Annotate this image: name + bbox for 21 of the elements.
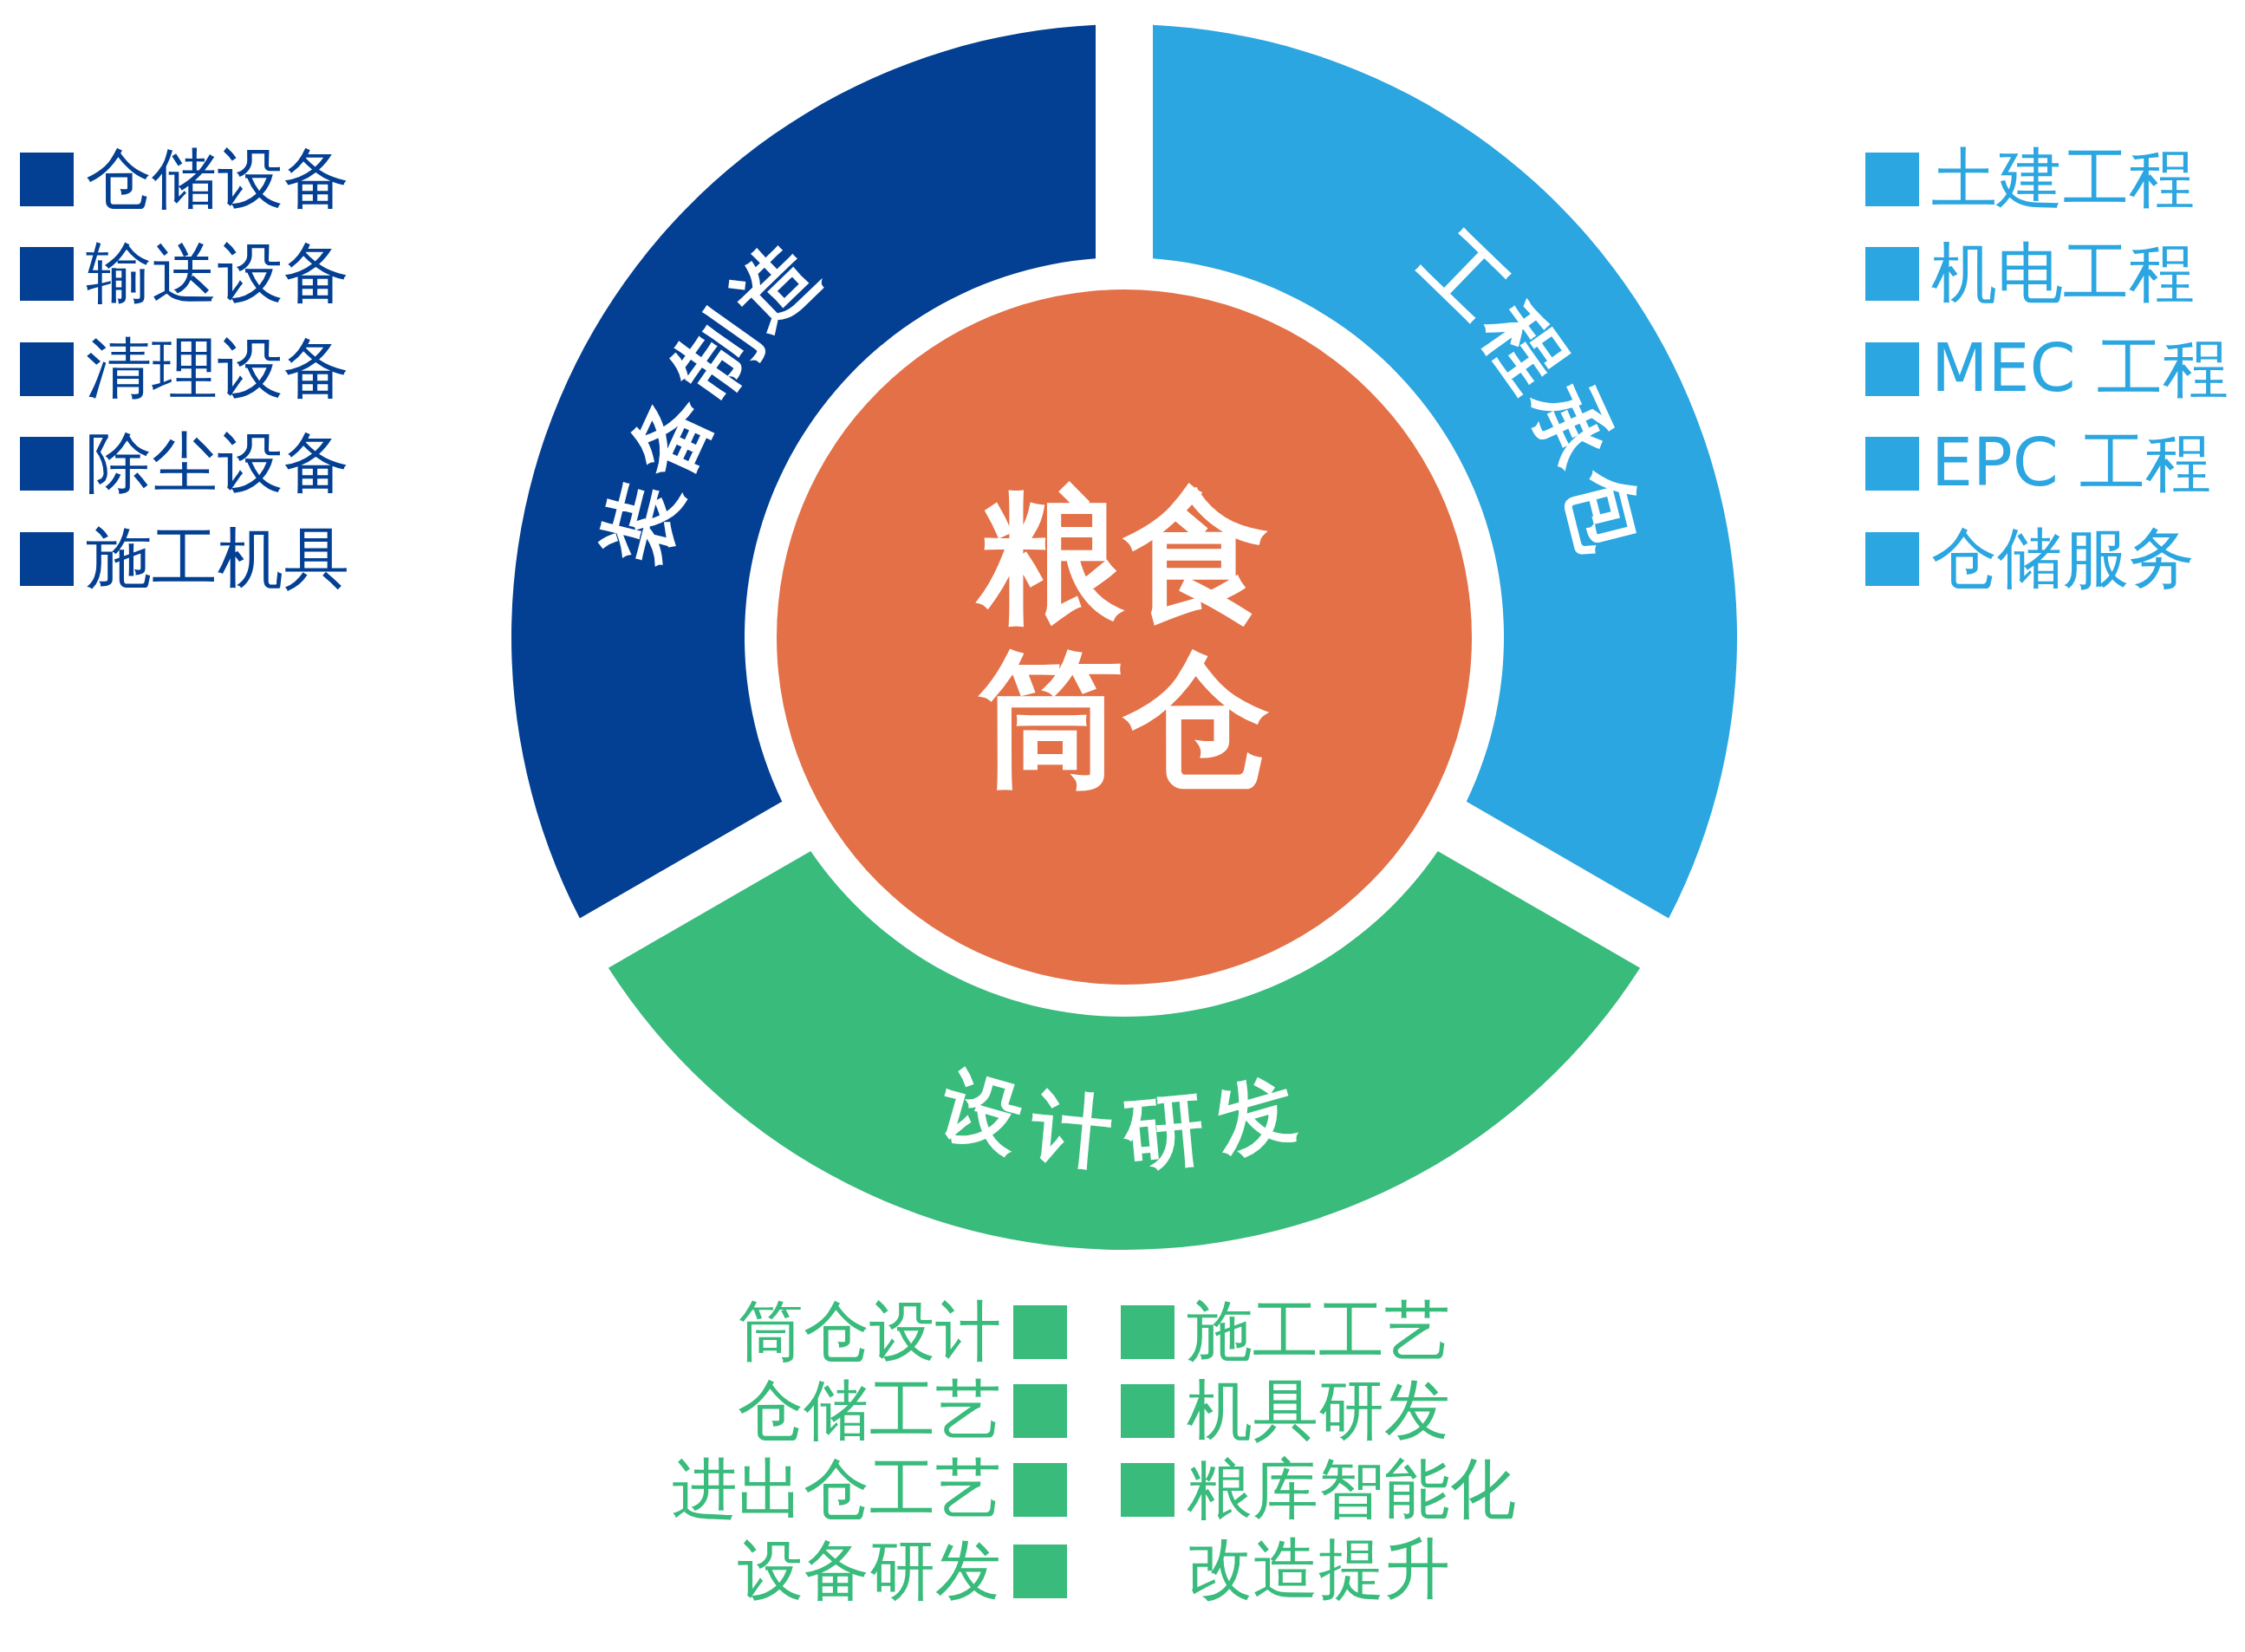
list-item: 除尘设备	[86, 423, 349, 503]
list-item: 输送设备	[86, 233, 349, 313]
list-item: 筒仓设计	[738, 1291, 1001, 1371]
list-item: 土建工程	[1931, 139, 2195, 218]
list-item: EPC 工程	[1931, 423, 2212, 503]
list-item: 设备研发	[738, 1531, 1001, 1610]
list-item: 机具研发	[1187, 1370, 1450, 1450]
segment-label: 工程承包	[1403, 215, 1662, 573]
list-item: 清理设备	[86, 328, 349, 408]
list-item: 机电工程	[1931, 233, 2195, 313]
segment-label: 装备制造	[587, 215, 845, 573]
center-title: 粮食筒仓	[973, 472, 1276, 802]
list-item: 仓储设备	[86, 139, 349, 218]
list-item: 施工工艺	[1187, 1291, 1450, 1371]
list-item: 进出仓工艺	[672, 1449, 1001, 1529]
list-item: 仓储服务	[1931, 518, 2195, 598]
list-item: 仓储工艺	[738, 1370, 1001, 1450]
list-item: 施工机具	[86, 518, 349, 598]
segment-label: 设计研发	[931, 1057, 1318, 1181]
list-item: 粮库智能化改造提升	[1187, 1449, 1517, 1609]
list-item: MEC 工程	[1931, 328, 2229, 408]
